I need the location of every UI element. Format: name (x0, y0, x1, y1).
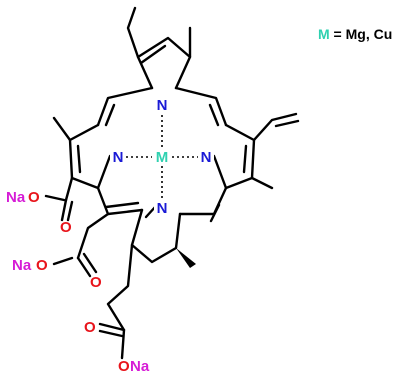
nitrogen-top: N (157, 97, 168, 114)
meso-bridge-top-right (174, 86, 228, 127)
ester-oxygen-3: O (118, 358, 130, 373)
carbonyl-3-bond-b (98, 329, 124, 338)
metal-legend: M = Mg, Cu (318, 26, 392, 42)
acetate-chain (76, 212, 110, 260)
left-pyrrole-ring (68, 123, 112, 190)
label-bg-metal (153, 149, 171, 165)
carbonyl-2-bond-a (76, 256, 92, 278)
nitrogen-left: N (113, 149, 124, 166)
legend-metals: Mg, Cu (345, 26, 393, 42)
ester-oxygen-2: O (36, 257, 48, 274)
right-methyl (250, 176, 274, 190)
meso-bridge-bottom-left (96, 186, 144, 216)
carbonyl-2-bond-b (82, 252, 98, 274)
meso-bottom-right-double-bond (209, 203, 221, 223)
legend-equals: = (329, 26, 346, 42)
meso-bottom-left-double-bond (104, 201, 140, 209)
right-pyrrole-double-bond (242, 144, 248, 174)
coordination-bonds (126, 110, 200, 200)
label-bg-n-top (154, 97, 170, 113)
sodium-2: Na (12, 257, 32, 274)
left-carboxylate-bond (64, 176, 74, 202)
label-bg-n-right (198, 149, 214, 165)
bonds (44, 6, 300, 360)
bottom-ring (130, 208, 182, 264)
label-bg-n-bottom (154, 200, 170, 216)
propanoate-chain (106, 243, 134, 360)
nitrogen-bottom: N (157, 200, 168, 217)
right-pyrrole-ring (212, 123, 256, 190)
meso-top-right-double-bond (208, 103, 220, 127)
top-pyrrole-double-bond (139, 44, 167, 65)
vinyl-substituent (252, 112, 298, 142)
left-methyl (52, 116, 72, 142)
legend-metal-symbol: M (318, 26, 330, 42)
left-pyrrole-double-bond (76, 144, 82, 174)
carbonyl-oxygen-3: O (84, 319, 96, 336)
carbonyl-3-bond-a (98, 322, 126, 332)
nitrogen-right: N (201, 149, 212, 166)
sodium-3: Na (130, 358, 150, 373)
top-pyrrole-ring (136, 36, 192, 90)
carbonyl-oxygen-1: O (60, 219, 72, 236)
carbonyl-1-bond-b (66, 200, 74, 222)
meso-bridge-bottom-right (178, 186, 228, 216)
methyl-wedge (176, 248, 196, 268)
carboxylate-o-bond-2 (52, 256, 74, 266)
meso-bridge-top-left (96, 86, 154, 127)
ester-oxygen-1: O (28, 189, 40, 206)
carbonyl-1-bond-a (60, 198, 68, 222)
sodium-1: Na (6, 189, 26, 206)
metal-center: M (156, 149, 169, 166)
carbonyl-oxygen-2: O (90, 274, 102, 291)
meso-top-left-double-bond (104, 103, 116, 127)
label-bg-n-left (110, 149, 126, 165)
atom-labels: N N N N M Na O O Na O O O O Na (6, 97, 214, 373)
ethyl-substituent (126, 6, 140, 59)
carboxylate-o-bond-1 (44, 194, 66, 202)
vinyl-double-bond (274, 119, 300, 128)
